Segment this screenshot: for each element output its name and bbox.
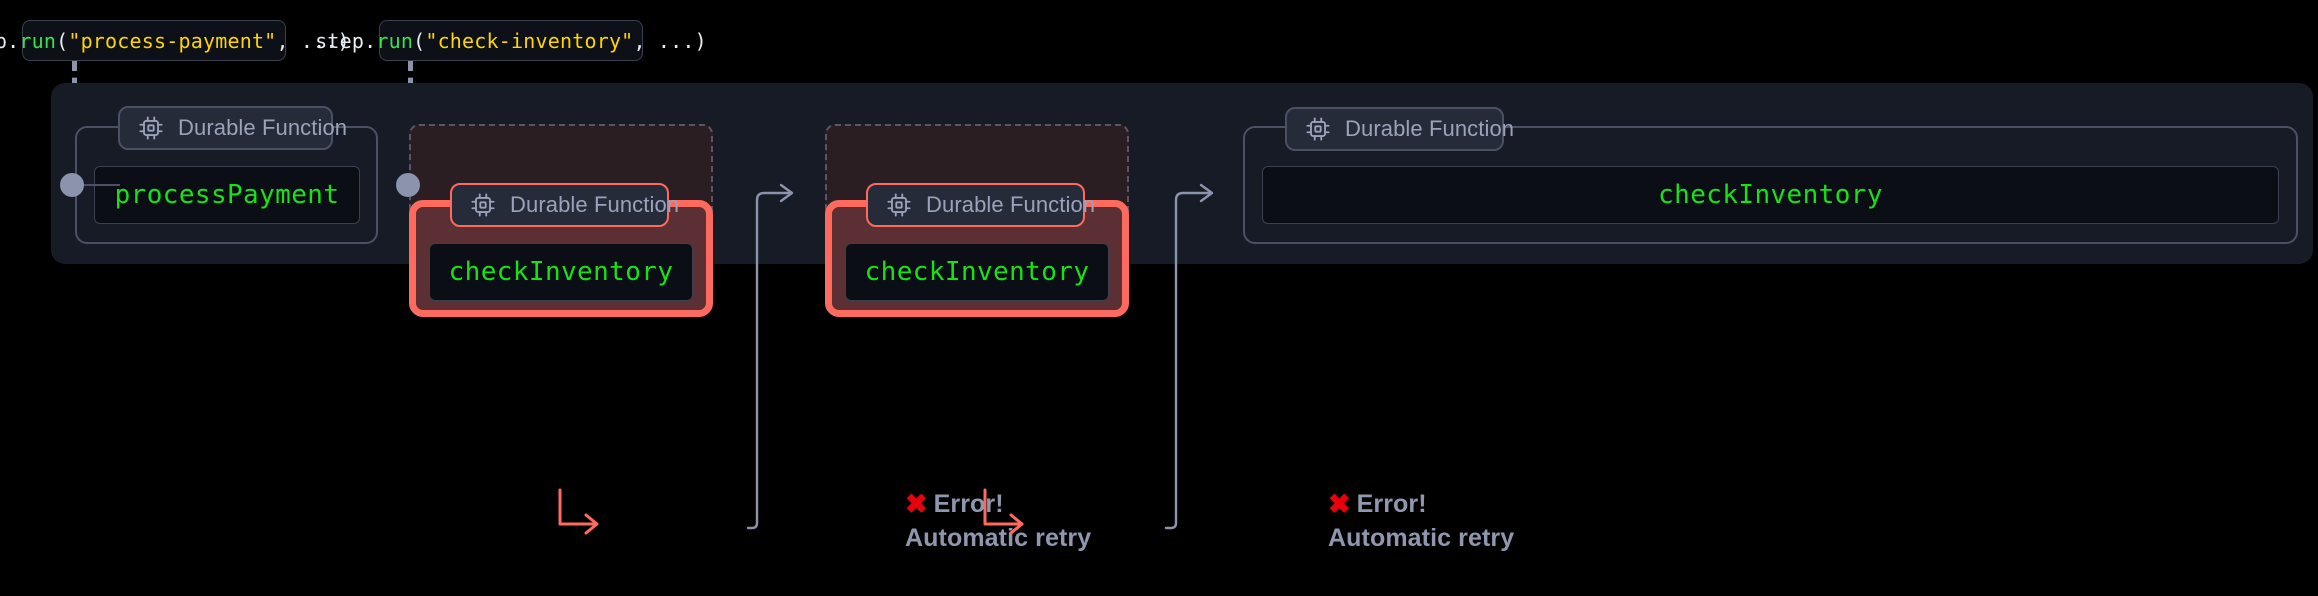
callout-1-method: run: [19, 28, 57, 53]
step-check-inventory-success-fn-box[interactable]: checkInventory: [1262, 166, 2279, 224]
error-x-icon: ✖: [1328, 489, 1351, 519]
callout-2-rest: , ...): [633, 28, 707, 53]
error-1-group: ✖ Error! Automatic retry: [905, 490, 1091, 553]
step-check-inventory-attempt-1-pill[interactable]: Durable Function: [450, 183, 679, 227]
cpu-icon: [138, 115, 164, 141]
step-check-inventory-success-pill-label: Durable Function: [1345, 116, 1515, 141]
callout-2-open-paren: (: [413, 28, 426, 53]
callout-process-payment[interactable]: step.run("process-payment", ...): [0, 20, 350, 61]
callout-1-object: step: [0, 28, 8, 53]
error-2-title-line: ✖ Error!: [1328, 490, 1514, 519]
error-2-title: Error!: [1356, 490, 1427, 518]
retry-arrow-1: [558, 488, 599, 535]
step-process-payment-pill[interactable]: Durable Function: [118, 106, 347, 150]
error-1-title: Error!: [933, 490, 1004, 518]
error-2-subtitle: Automatic retry: [1328, 524, 1515, 552]
error-1-title-line: ✖ Error!: [905, 490, 1091, 519]
step-check-inventory-success-card[interactable]: [1243, 126, 2298, 244]
step-check-inventory-attempt-2-pill-label: Durable Function: [926, 192, 1096, 217]
callout-1-open-paren: (: [56, 28, 69, 53]
step-check-inventory-attempt-2-pill[interactable]: Durable Function: [866, 183, 1095, 227]
step-check-inventory-attempt-2-fn-name: checkInventory: [864, 257, 1090, 287]
step-process-payment-pill-label: Durable Function: [178, 115, 348, 140]
step-check-inventory-attempt-1-fn-box[interactable]: checkInventory: [429, 243, 693, 301]
step-process-payment-fn-box[interactable]: processPayment: [94, 166, 360, 224]
callout-1-dot: .: [7, 28, 20, 53]
callout-1-rest: , ...): [276, 28, 350, 53]
step-check-inventory-attempt-1-fn-name: checkInventory: [448, 257, 674, 287]
cpu-icon: [470, 192, 496, 218]
callout-2-object: step: [315, 28, 365, 53]
step-check-inventory-success-fn-name: checkInventory: [1658, 180, 1883, 210]
callout-check-inventory[interactable]: step.run("check-inventory", ...): [315, 20, 707, 61]
cpu-icon: [1305, 116, 1331, 142]
error-1-subtitle: Automatic retry: [905, 524, 1092, 552]
callout-2-method: run: [376, 28, 414, 53]
step-check-inventory-attempt-2-fn-box[interactable]: checkInventory: [845, 243, 1109, 301]
callout-1-string: "process-payment": [68, 28, 277, 53]
step-check-inventory-success-pill[interactable]: Durable Function: [1285, 107, 1514, 151]
step-process-payment-fn-name: processPayment: [114, 180, 340, 210]
cpu-icon: [886, 192, 912, 218]
callout-2-dot: .: [364, 28, 377, 53]
error-2-group: ✖ Error! Automatic retry: [1328, 490, 1514, 553]
error-x-icon: ✖: [905, 489, 928, 519]
callout-2-string: "check-inventory": [425, 28, 634, 53]
step-check-inventory-attempt-1-pill-label: Durable Function: [510, 192, 680, 217]
